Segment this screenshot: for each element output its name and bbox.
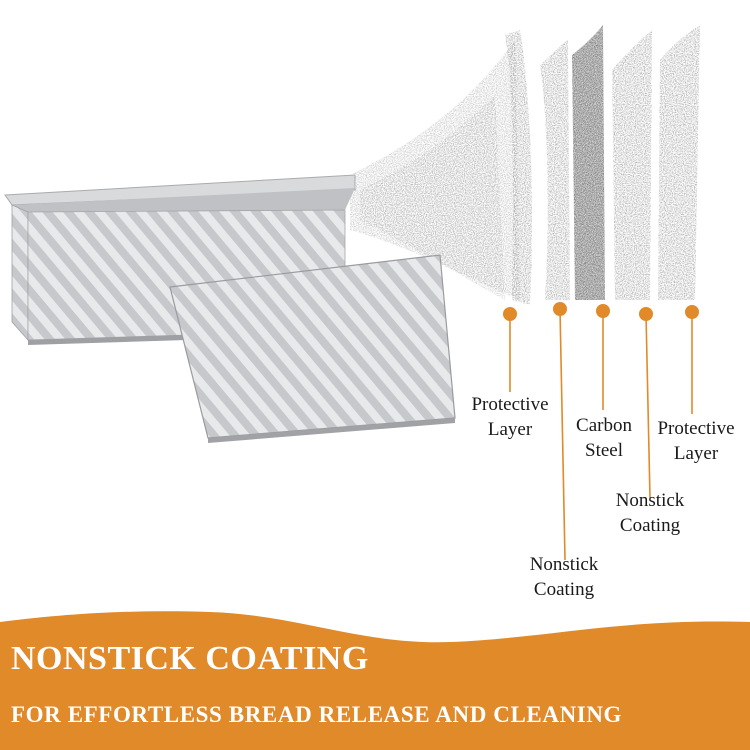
- layer-callouts: [503, 302, 699, 561]
- layer-sheet-protective-2: [658, 25, 700, 300]
- callout-dot-nonstick-2: [639, 307, 653, 321]
- spray-cloud: [350, 40, 520, 300]
- label-line: Layer: [487, 419, 533, 440]
- label-line: Carbon: [576, 415, 632, 436]
- label-line: Steel: [585, 440, 623, 461]
- layer-sheet-carbon-steel: [572, 25, 605, 300]
- bread-pan-lid: [169, 254, 456, 443]
- label-line: Nonstick: [615, 490, 685, 511]
- callout-dot-carbon-steel: [596, 304, 610, 318]
- label-line: Protective: [657, 418, 735, 439]
- callout-dot-protective-1: [503, 307, 517, 321]
- label-line: Coating: [619, 515, 681, 536]
- label-line: Coating: [533, 579, 595, 600]
- banner-background: [0, 611, 750, 750]
- banner-subtitle: FOR EFFORTLESS BREAD RELEASE AND CLEANIN…: [11, 702, 623, 727]
- label-protective-layer-2: Protective Layer: [648, 416, 744, 466]
- coating-layers-diagram: [505, 25, 700, 305]
- label-nonstick-coating-2: Nonstick Coating: [598, 488, 702, 538]
- callout-dot-nonstick-1: [553, 302, 567, 316]
- label-line: Nonstick: [529, 554, 599, 575]
- label-line: Protective: [471, 394, 549, 415]
- banner-title: NONSTICK COATING: [11, 640, 369, 677]
- layer-sheet-protective-1: [505, 30, 532, 305]
- layer-sheet-nonstick-2: [612, 30, 652, 300]
- layer-sheet-nonstick-1: [540, 40, 570, 300]
- label-nonstick-coating-1: Nonstick Coating: [512, 552, 616, 602]
- label-protective-layer-1: Protective Layer: [462, 392, 558, 442]
- label-line: Layer: [673, 443, 719, 464]
- callout-dot-protective-2: [685, 305, 699, 319]
- label-carbon-steel: Carbon Steel: [564, 413, 644, 463]
